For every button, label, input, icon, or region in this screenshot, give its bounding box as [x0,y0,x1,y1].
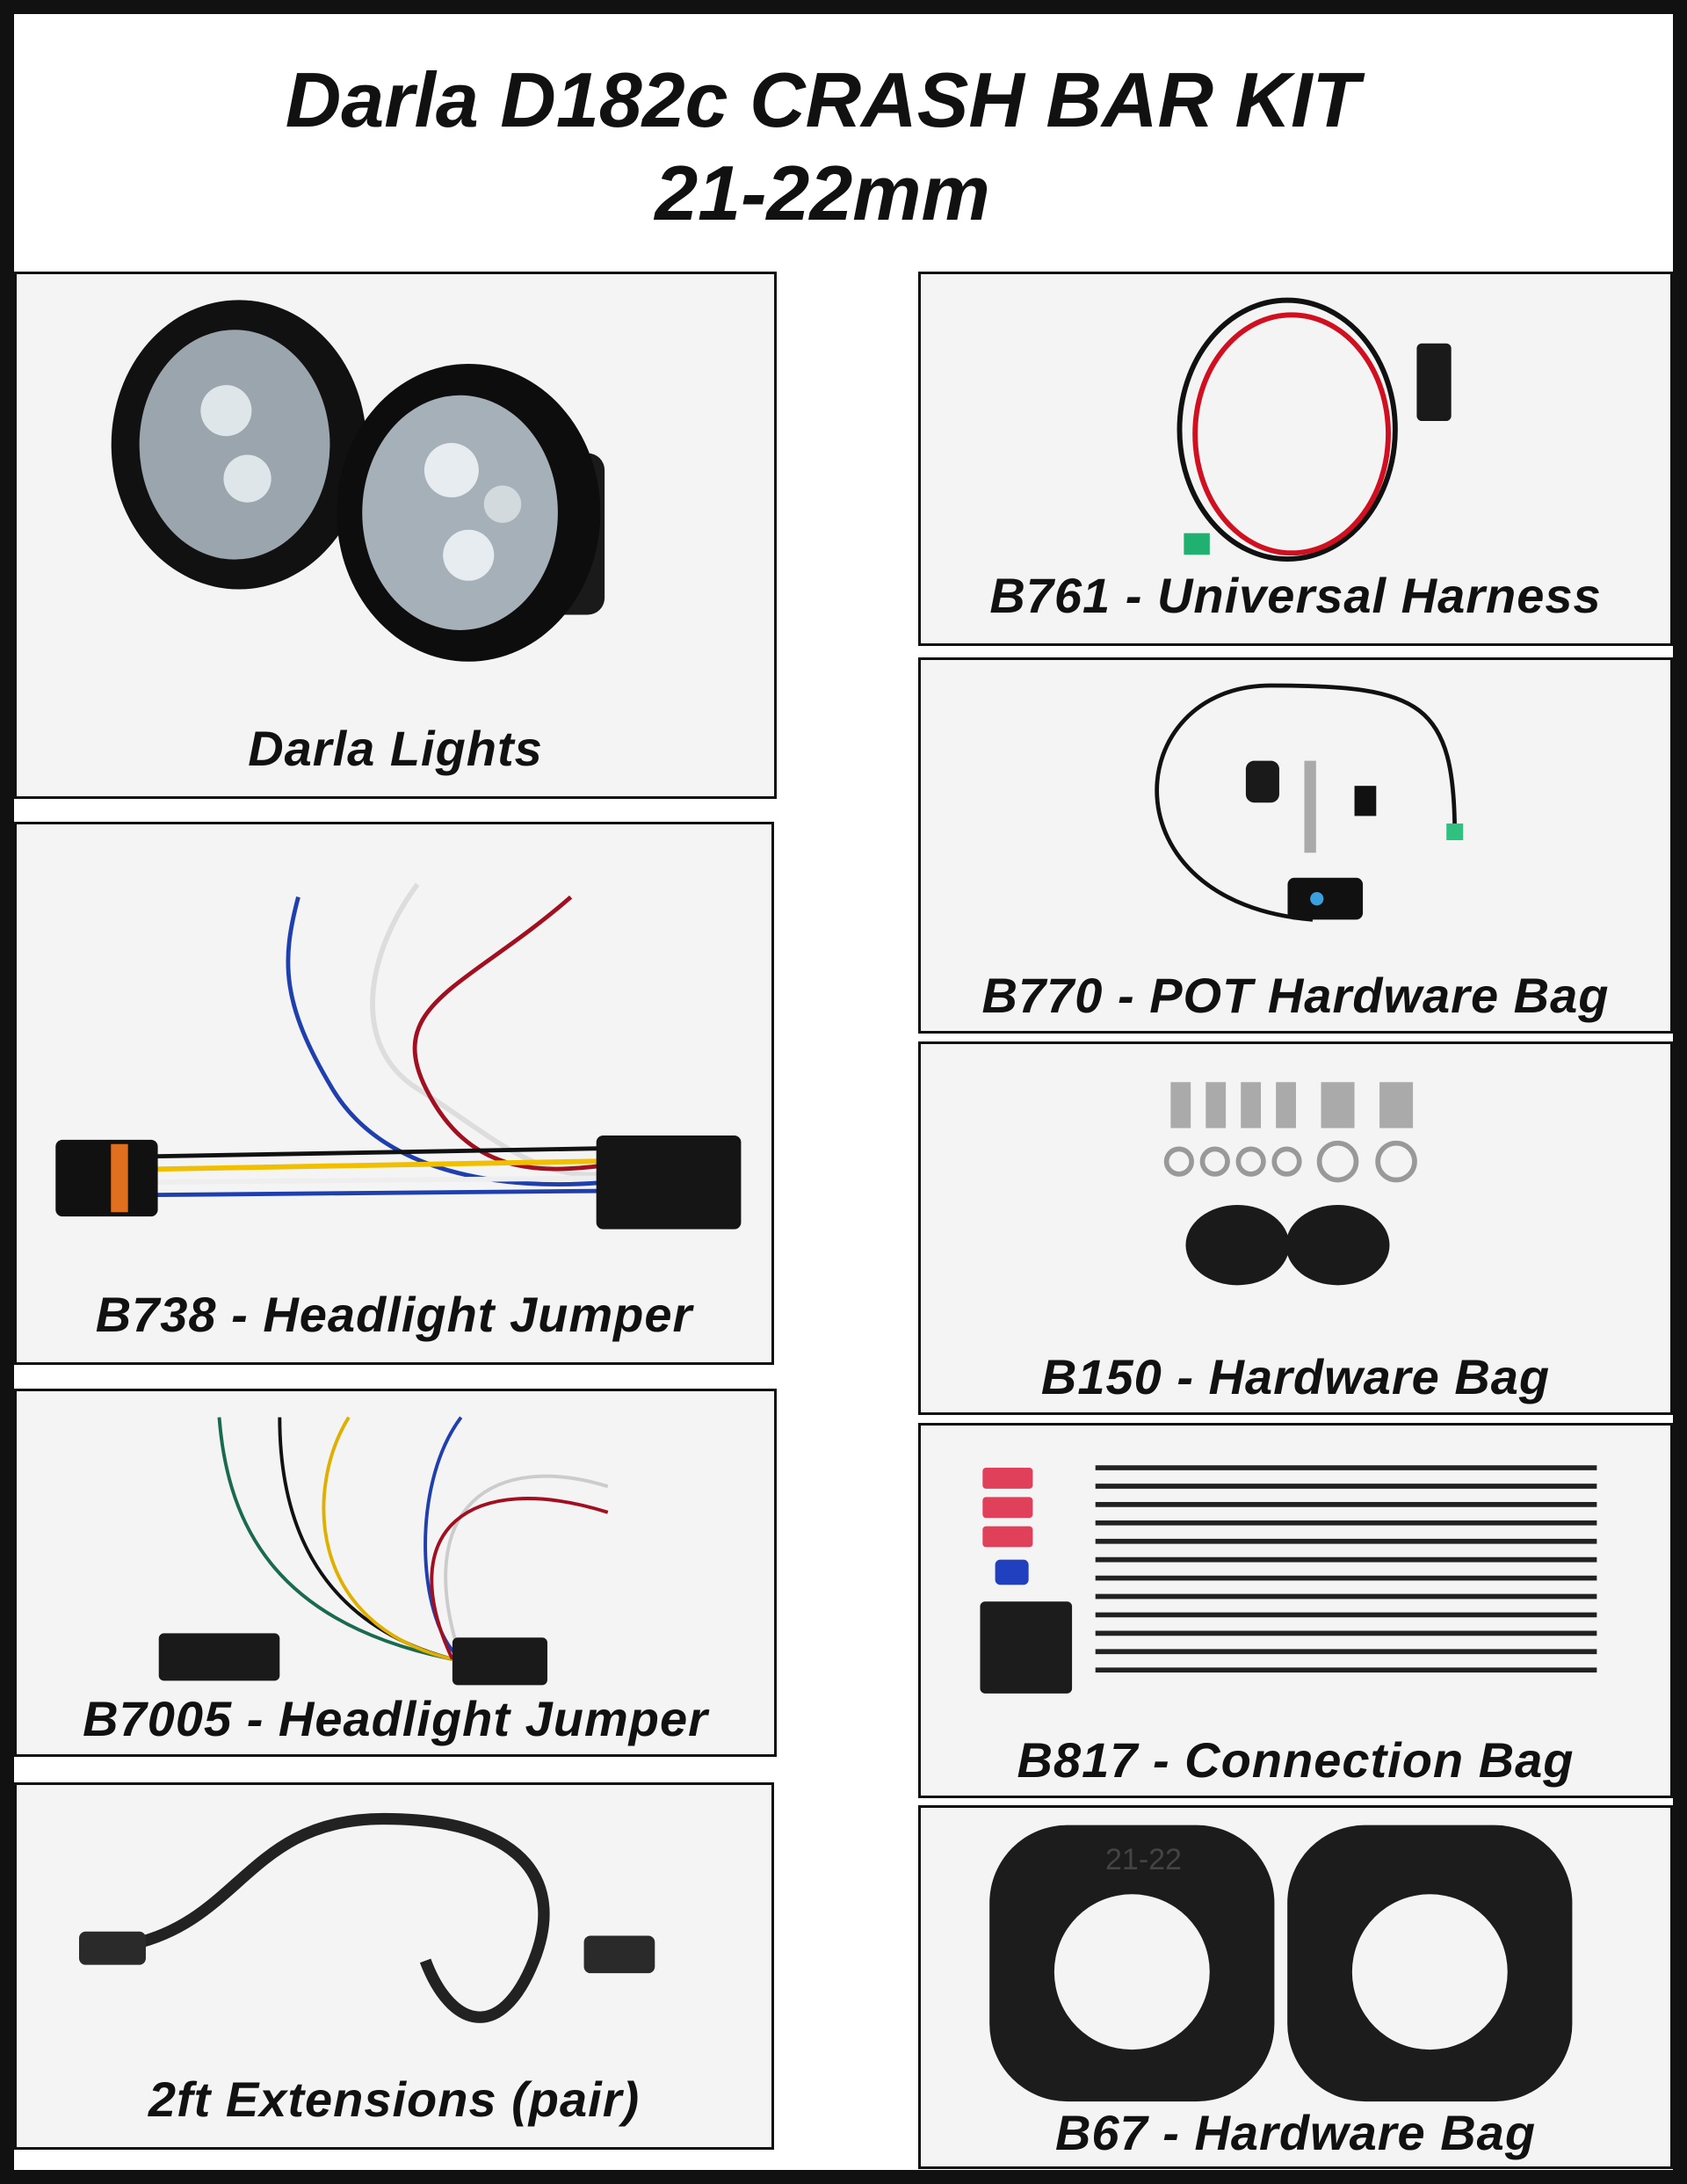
title-line-1: Darla D182c CRASH BAR KIT [285,56,1360,143]
b7005-image [17,1400,774,1701]
panel-b150: B150 - Hardware Bag [918,1041,1673,1415]
panel-b67: 21-22 B67 - Hardware Bag [918,1805,1673,2169]
panel-b738: B738 - Headlight Jumper [14,822,774,1365]
b817-label: B817 - Connection Bag [1017,1732,1575,1788]
b761-image [921,283,1670,564]
b150-image [921,1053,1670,1324]
b761-label: B761 - Universal Harness [989,568,1602,623]
panel-b817: B817 - Connection Bag [918,1423,1673,1798]
darla-lights-image [17,283,774,708]
b770-image [921,669,1670,943]
panel-b761: B761 - Universal Harness [918,272,1673,646]
clamp-marking-left: 21-22 [1105,1843,1182,1876]
b817-image [921,1434,1670,1708]
b738-image [17,833,771,1274]
panel-b7005: B7005 - Headlight Jumper [14,1389,777,1757]
b67-label: B67 - Hardware Bag [1054,2105,1537,2160]
b150-label: B150 - Hardware Bag [1040,1349,1551,1404]
b738-label: B738 - Headlight Jumper [95,1287,693,1342]
title-line-2: 21-22mm [655,149,990,236]
extensions-label: 2ft Extensions (pair) [148,2072,641,2127]
panel-b770: B770 - POT Hardware Bag [918,657,1673,1034]
panel-darla-lights: Darla Lights [14,272,777,799]
extensions-image [17,1794,771,2059]
darla-lights-label: Darla Lights [248,721,543,776]
b770-label: B770 - POT Hardware Bag [981,968,1610,1023]
b7005-label: B7005 - Headlight Jumper [83,1691,708,1746]
page-title: Darla D182c CRASH BAR KIT 21-22mm [14,54,1631,240]
panel-extensions: 2ft Extensions (pair) [14,1782,774,2150]
b67-image: 21-22 [921,1808,1670,2105]
